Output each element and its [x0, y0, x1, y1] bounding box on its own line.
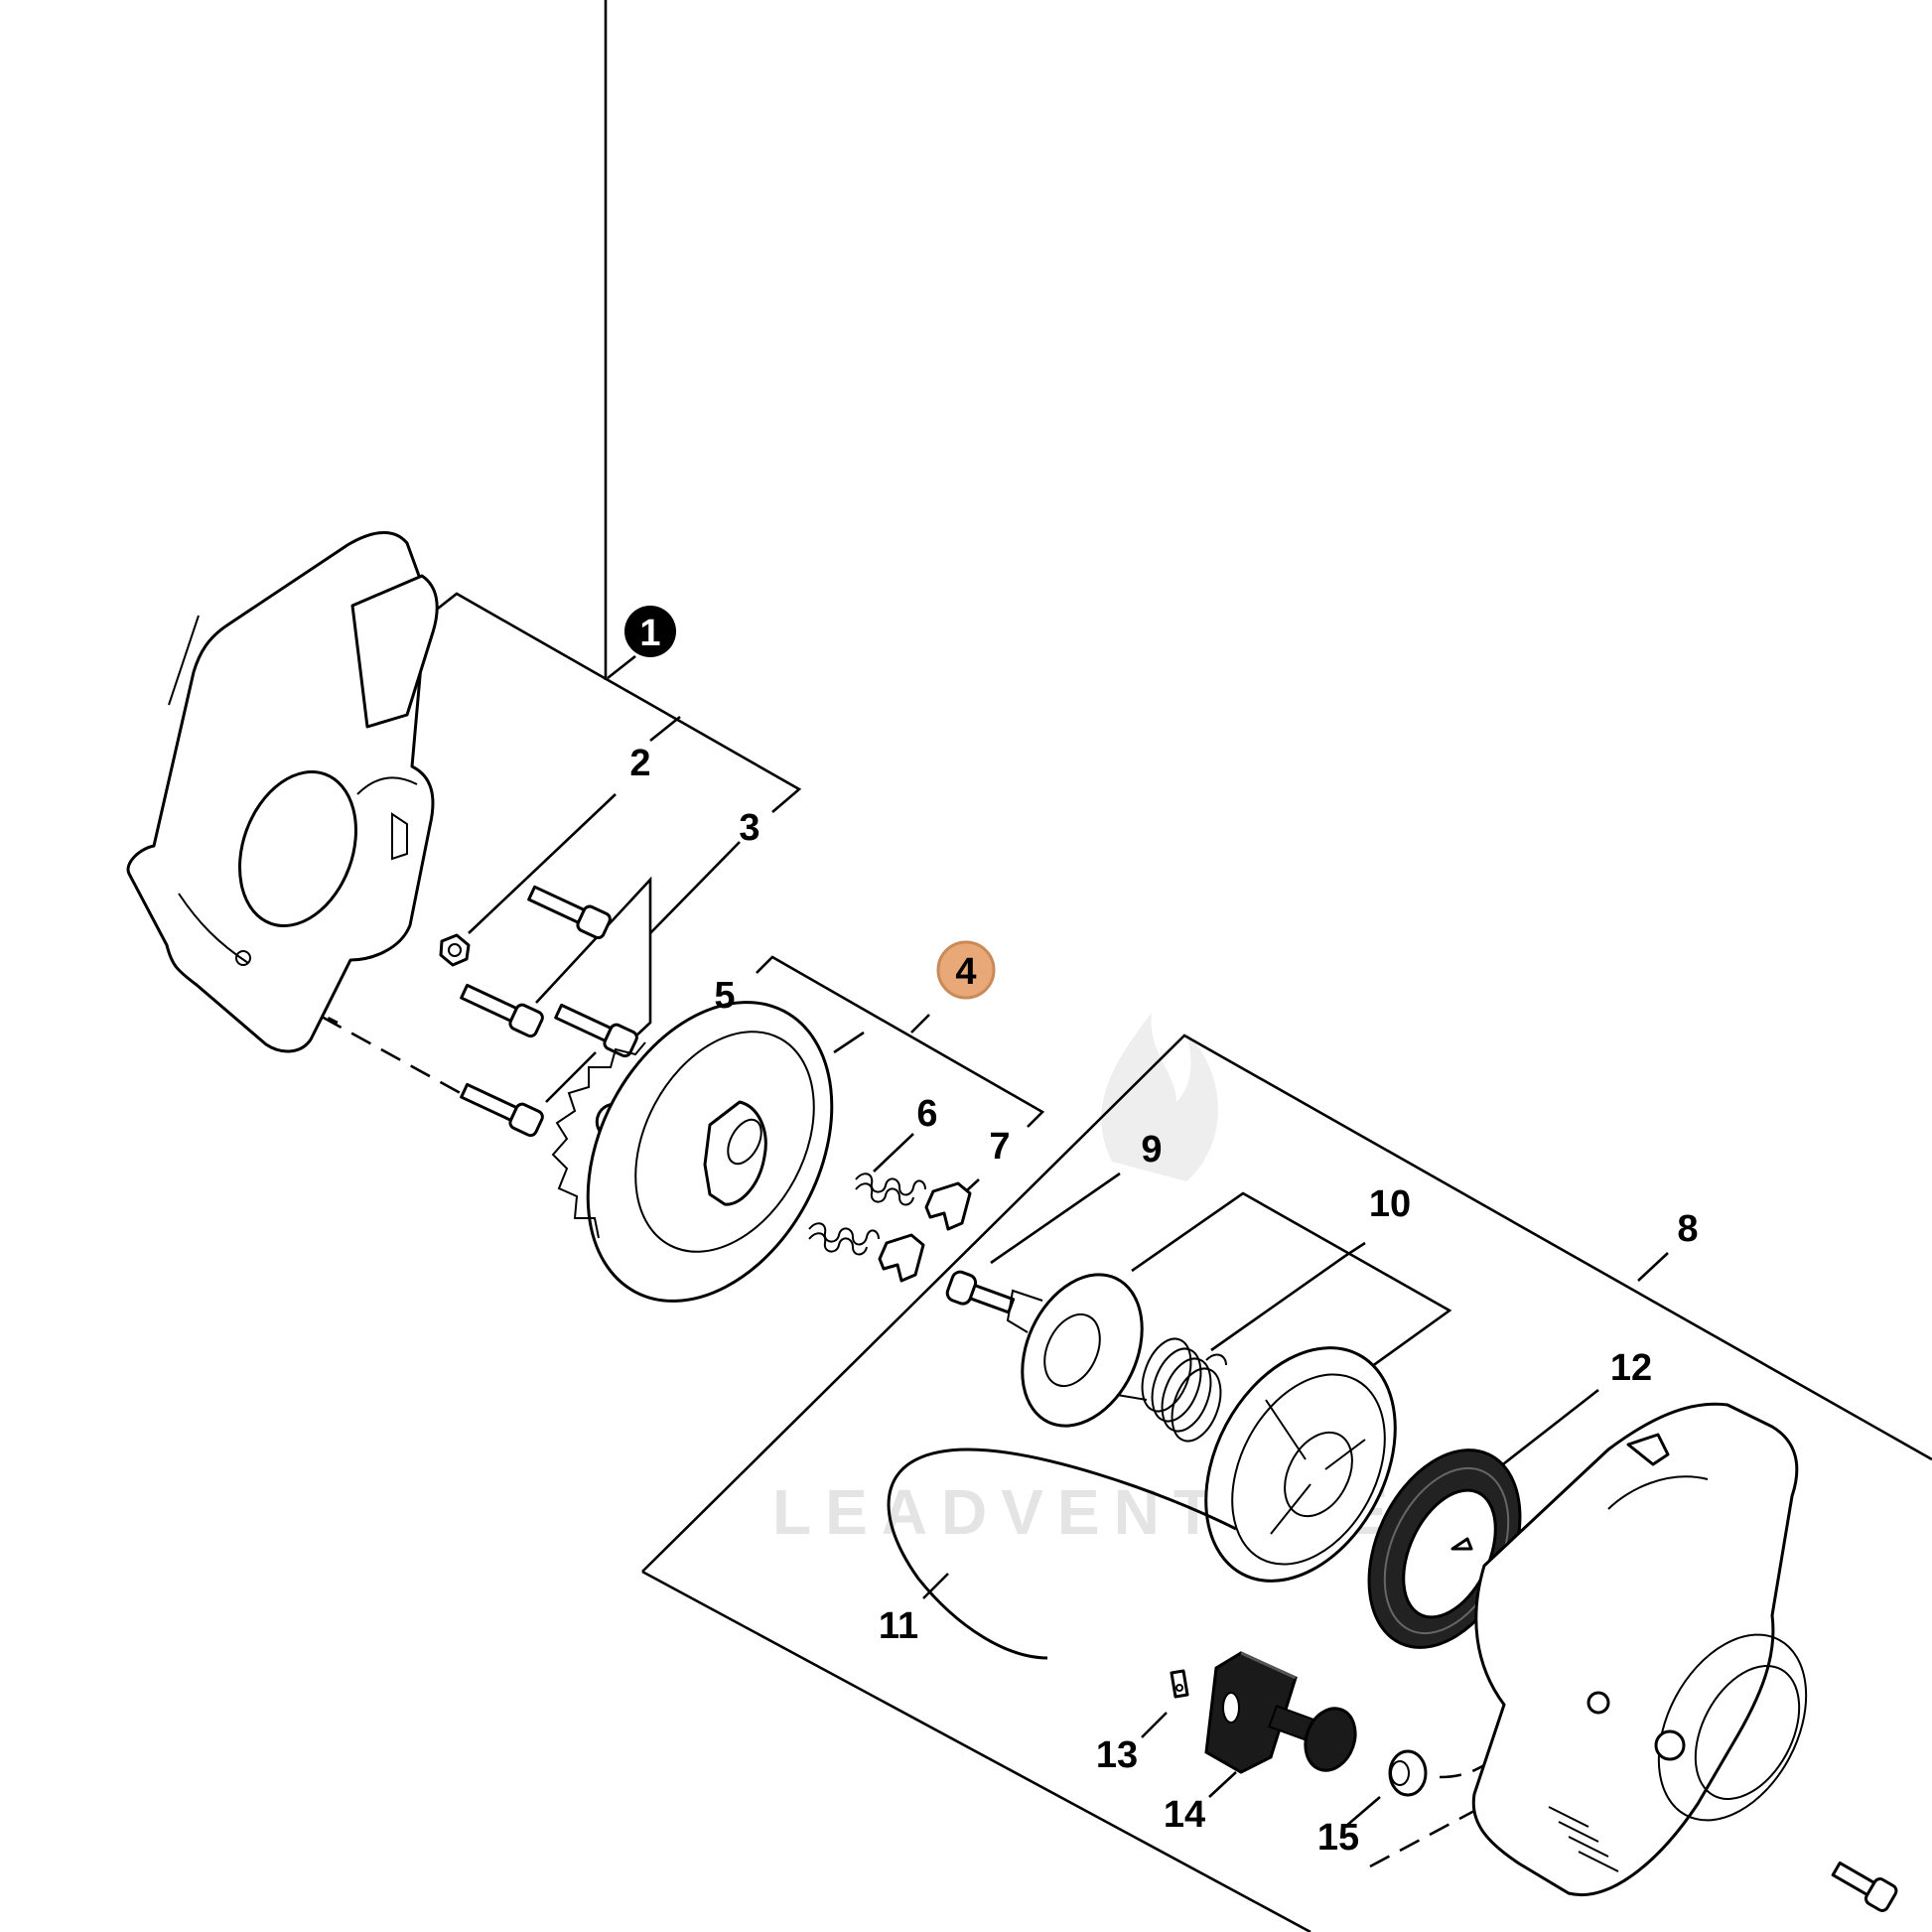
part-9-label[interactable]: 9	[1141, 1129, 1162, 1171]
part-4-highlight[interactable]: 4	[936, 940, 996, 1000]
part-1-badge[interactable]: 1	[624, 606, 676, 657]
svg-text:4: 4	[955, 951, 976, 993]
part-13-label[interactable]: 13	[1096, 1734, 1138, 1776]
starter-rope	[887, 1448, 1237, 1660]
springs-and-pawls	[808, 1173, 972, 1283]
part-labels: 1 2 3 4 5 6 7 8 9 10 11 12 13 14 15	[624, 606, 1699, 1859]
part-12-label[interactable]: 12	[1610, 1347, 1652, 1389]
part-7-label[interactable]: 7	[989, 1126, 1010, 1168]
screws-group-1	[439, 885, 679, 1140]
part-6-label[interactable]: 6	[916, 1093, 937, 1135]
part-3-label[interactable]: 3	[739, 807, 759, 849]
ratchet-wheel	[551, 1001, 834, 1303]
svg-text:1: 1	[639, 613, 660, 654]
part-15-label[interactable]: 15	[1317, 1817, 1359, 1859]
part-11-label[interactable]: 11	[879, 1605, 918, 1647]
part-8-label[interactable]: 8	[1677, 1208, 1698, 1250]
part-14-label[interactable]: 14	[1164, 1794, 1205, 1836]
part-5-label[interactable]: 5	[714, 975, 735, 1017]
handle-assembly	[1170, 1651, 1898, 1912]
part-10-label[interactable]: 10	[1369, 1183, 1411, 1225]
starter-cover	[1471, 1402, 1808, 1896]
fan-housing	[126, 530, 439, 1053]
coil-spring	[1116, 1337, 1227, 1443]
part-2-label[interactable]: 2	[629, 743, 650, 784]
rope-rotor-assembly	[945, 1270, 1397, 1583]
